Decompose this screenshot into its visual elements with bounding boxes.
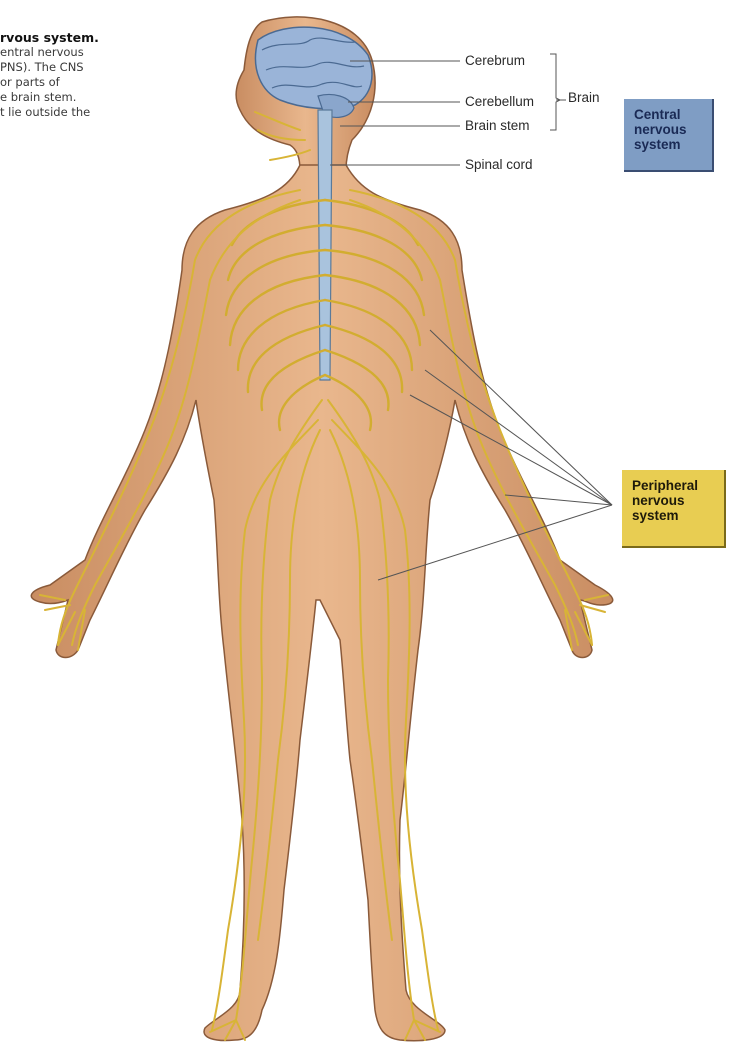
pns-line-2: nervous [632, 493, 714, 508]
spinal-cord [318, 110, 332, 380]
caption-line-3: PNS). The CNS [0, 60, 140, 75]
caption-line-6: t lie outside the [0, 105, 140, 120]
cns-line-3: system [634, 137, 702, 152]
caption-line-4: or parts of [0, 75, 140, 90]
label-brain: Brain [568, 90, 600, 105]
label-brain-stem: Brain stem [465, 118, 530, 133]
label-cerebrum: Cerebrum [465, 53, 525, 68]
label-spinal-cord: Spinal cord [465, 157, 533, 172]
figure-caption: rvous system. entral nervous PNS). The C… [0, 30, 140, 120]
caption-line-5: e brain stem. [0, 90, 140, 105]
pns-line-3: system [632, 508, 714, 523]
caption-line-1: rvous system. [0, 30, 140, 45]
caption-line-2: entral nervous [0, 45, 140, 60]
label-cerebellum: Cerebellum [465, 94, 534, 109]
cns-line-1: Central [634, 107, 702, 122]
pns-line-1: Peripheral [632, 478, 714, 493]
peripheral-nervous-system-box: Peripheral nervous system [622, 470, 726, 548]
central-nervous-system-box: Central nervous system [624, 99, 714, 172]
cns-line-2: nervous [634, 122, 702, 137]
